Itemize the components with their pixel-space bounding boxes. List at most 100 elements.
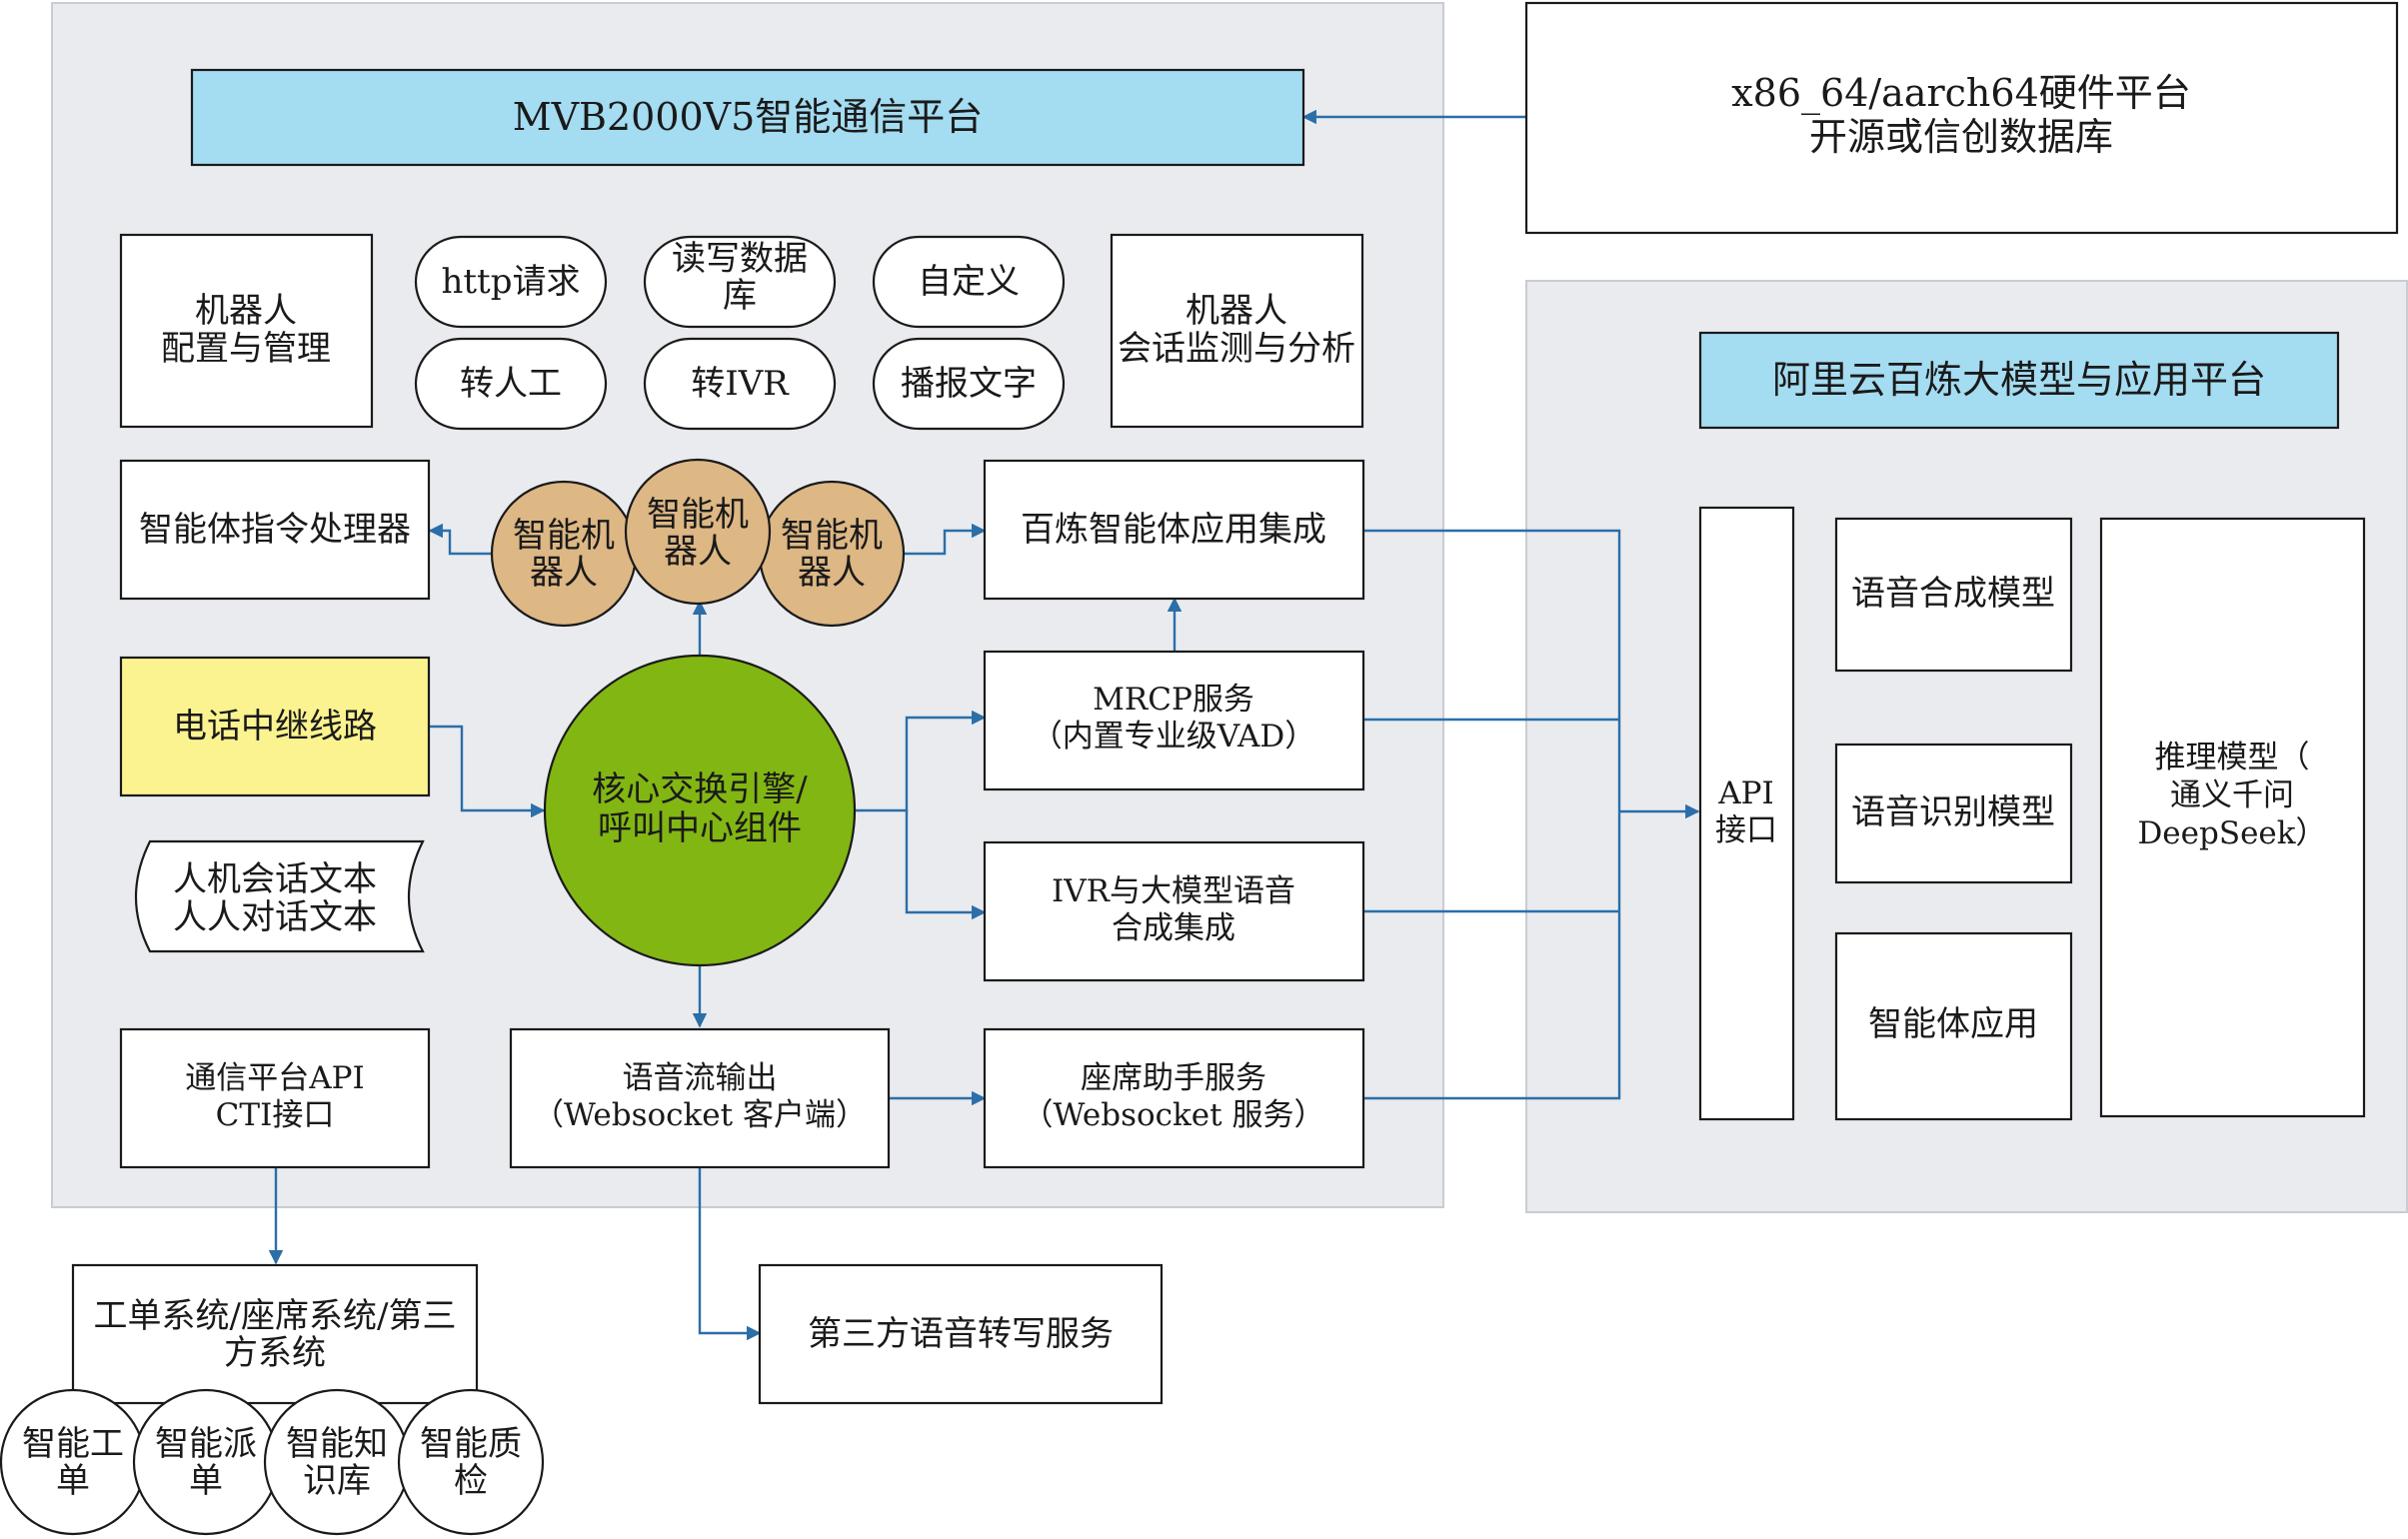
robot-3-line-2: 器人 — [798, 553, 866, 593]
tts-model-label: 语音合成模型 — [1851, 574, 2055, 614]
api-interface-line-1: API — [1717, 775, 1774, 811]
mrcp-box — [983, 650, 1365, 791]
smart-quality-line-2: 检 — [454, 1461, 488, 1501]
smart-knowledge-line-1: 智能知 — [286, 1424, 388, 1464]
robot-1-line-1: 智能机 — [513, 516, 615, 556]
connector-robots-to-processor — [428, 523, 494, 556]
core-engine-line-1: 核心交换引擎/ — [592, 770, 808, 809]
voice-stream-line-2: （Websocket 客户端） — [533, 1097, 867, 1133]
inference-line-2: 通义千问 — [2170, 777, 2294, 813]
inference-line-1: 推理模型（ — [2155, 740, 2310, 775]
robot-2-line-2: 器人 — [664, 532, 732, 572]
mvb-title-bar — [190, 68, 1305, 167]
pill-http-label: http请求 — [442, 262, 581, 302]
agent-processor-box — [119, 459, 431, 601]
connector-core-to-mrcp — [856, 710, 987, 812]
voice-stream-box — [509, 1027, 891, 1169]
agent-processor-label: 智能体指令处理器 — [139, 510, 411, 550]
hardware-box — [1524, 1, 2399, 235]
agent-assist-box — [983, 1027, 1365, 1169]
smart-quality-circle — [397, 1388, 545, 1536]
api-interface-line-2: 接口 — [1715, 812, 1777, 848]
robot-circles: 智能机 器人 智能机 器人 智能机 器人 — [490, 458, 906, 628]
robot-monitor-line-1: 机器人 — [1186, 291, 1287, 331]
robot-config-line-2: 配置与管理 — [161, 329, 331, 369]
aliyun-title: 阿里云百炼大模型与应用平台 — [1772, 358, 2266, 402]
pill-transfer-agent-label: 转人工 — [460, 364, 562, 404]
core-engine-circle — [543, 654, 857, 967]
core-engine-line-2: 呼叫中心组件 — [598, 808, 802, 848]
hardware-line-1: x86_64/aarch64硬件平台 — [1731, 71, 2191, 116]
ivr-tts-line-1: IVR与大模型语音 — [1052, 873, 1295, 909]
connector-trunk-to-core — [429, 725, 546, 818]
robot-circle-2 — [624, 458, 772, 606]
agent-app-label: 智能体应用 — [1868, 1004, 2038, 1044]
connector-stream-to-asr — [698, 1167, 762, 1341]
work-systems-line-2: 方系统 — [224, 1333, 326, 1373]
agent-app-box — [1834, 931, 2073, 1121]
mrcp-line-2: （内置专业级VAD） — [1032, 719, 1316, 755]
dialog-text-line-2: 人人对话文本 — [173, 897, 377, 937]
mvb-title: MVB2000V5智能通信平台 — [513, 95, 984, 139]
asr-model-label: 语音识别模型 — [1851, 792, 2055, 832]
phone-trunk-box — [119, 656, 431, 797]
connector-services-bus — [1363, 529, 1621, 1100]
pill-database — [643, 235, 837, 329]
pill-http — [414, 235, 608, 329]
pill-broadcast-text-label: 播报文字 — [901, 364, 1037, 404]
pill-database-label-2: 库 — [723, 276, 757, 316]
third-party-asr-label: 第三方语音转写服务 — [808, 1314, 1114, 1354]
robot-3-line-1: 智能机 — [781, 516, 883, 556]
ivr-tts-line-2: 合成集成 — [1112, 910, 1235, 946]
work-systems-line-1: 工单系统/座席系统/第三 — [94, 1296, 457, 1336]
connectors — [268, 109, 1700, 1341]
robot-1-line-2: 器人 — [530, 553, 598, 593]
smart-service-circles: 智能工 单 智能派 单 智能知 识库 智能质 检 — [0, 1388, 545, 1536]
ivr-tts-box — [983, 840, 1365, 982]
phone-trunk-label: 电话中继线路 — [173, 707, 377, 747]
smart-dispatch-line-2: 单 — [189, 1461, 223, 1501]
hardware-line-2: 开源或信创数据库 — [1809, 115, 2113, 159]
api-cti-line-2: CTI接口 — [216, 1097, 335, 1133]
tts-model-box — [1834, 517, 2073, 673]
robot-2-line-1: 智能机 — [647, 495, 749, 535]
api-cti-box — [119, 1027, 431, 1169]
connector-core-to-ivr — [905, 810, 987, 920]
bailian-integration-box — [983, 459, 1365, 601]
voice-stream-line-1: 语音流输出 — [623, 1060, 778, 1096]
aliyun-title-bar — [1698, 331, 2340, 430]
connector-robots-to-bailian — [904, 523, 987, 556]
pill-transfer-ivr-label: 转IVR — [691, 364, 790, 404]
action-pills: http请求 读写数据 库 自定义 转人工 转IVR 播报文字 — [414, 235, 1066, 431]
inference-line-3: DeepSeek） — [2137, 815, 2326, 851]
pill-broadcast-text — [872, 337, 1066, 431]
work-systems-box — [71, 1263, 479, 1405]
robot-monitor-box — [1110, 233, 1364, 429]
smart-work-order-line-2: 单 — [56, 1461, 90, 1501]
dialog-text-line-1: 人机会话文本 — [173, 859, 377, 899]
agent-assist-line-1: 座席助手服务 — [1081, 1060, 1266, 1096]
smart-work-order-line-1: 智能工 — [22, 1424, 124, 1464]
mvb-platform-panel — [51, 2, 1444, 1208]
robot-config-box — [119, 233, 374, 429]
dialog-text-document — [135, 839, 425, 953]
agent-assist-line-2: （Websocket 服务） — [1023, 1097, 1325, 1133]
pill-database-label-1: 读写数据 — [672, 239, 808, 279]
bailian-integration-label: 百炼智能体应用集成 — [1021, 510, 1326, 550]
api-interface-box — [1698, 506, 1795, 1121]
mrcp-line-1: MRCP服务 — [1093, 682, 1254, 718]
inference-model-box — [2099, 517, 2366, 1118]
smart-dispatch-line-1: 智能派 — [155, 1424, 257, 1464]
smart-quality-line-1: 智能质 — [420, 1424, 522, 1464]
pill-custom — [872, 235, 1066, 329]
asr-model-box — [1834, 743, 2073, 884]
pill-transfer-agent — [414, 337, 608, 431]
pill-transfer-ivr — [643, 337, 837, 431]
pill-custom-label: 自定义 — [918, 262, 1020, 302]
smart-knowledge-line-2: 识库 — [303, 1461, 371, 1501]
api-cti-line-1: 通信平台API — [185, 1060, 365, 1096]
third-party-asr-box — [758, 1263, 1164, 1405]
robot-config-line-1: 机器人 — [195, 291, 297, 331]
robot-monitor-line-2: 会话监测与分析 — [1118, 329, 1355, 369]
